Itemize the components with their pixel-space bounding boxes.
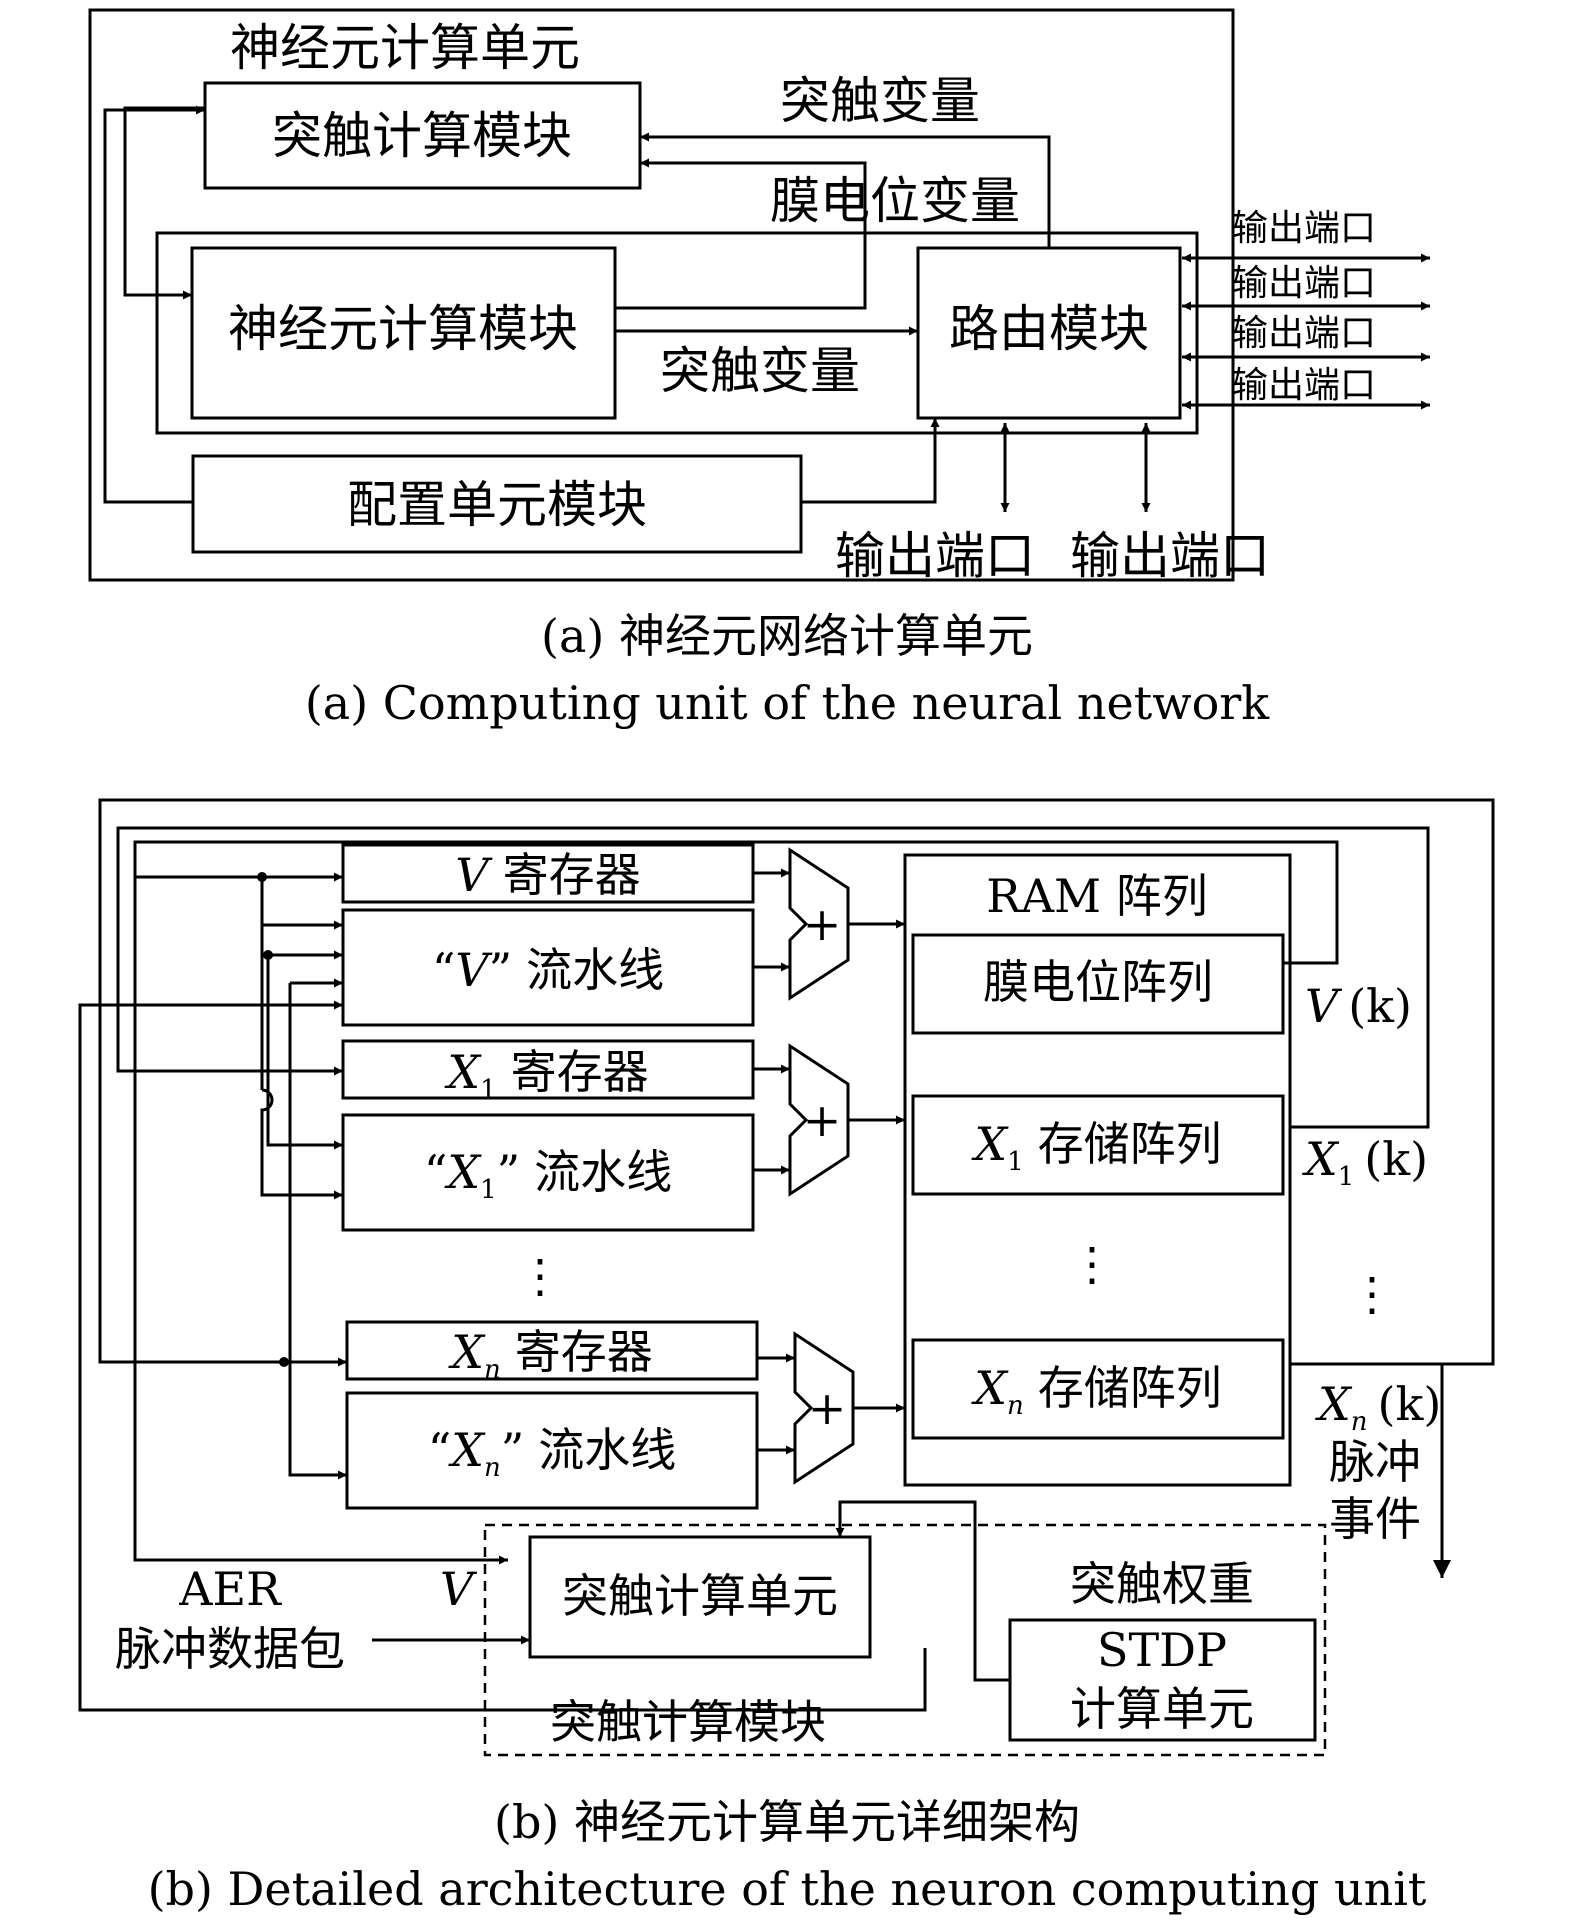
adder-v-sign: + [803, 897, 842, 951]
neuron-unit-title: 神经元计算单元 [230, 19, 580, 77]
stdp-weight-arrow [835, 1500, 1010, 1682]
aer-label-2: 脉冲数据包 [115, 1622, 345, 1676]
output-port-label-b1: 输出端口 [835, 527, 1035, 585]
caption-a-cn: (a) 神经元网络计算单元 [541, 609, 1033, 663]
panel-a: 神经元计算单元 突触计算模块 神经元计算模块 路由模块 配置单元模块 突触变量 … [88, 8, 1430, 730]
neuron-module-box [190, 246, 617, 420]
xn-storage-array-box [911, 1338, 1285, 1440]
adder-x1-sign: + [803, 1093, 842, 1147]
synapse-module-label: 突触计算模块 [550, 1695, 826, 1749]
membrane-var-label: 膜电位变量 [770, 172, 1020, 230]
adder-v [788, 847, 850, 1001]
caption-b-cn: (b) 神经元计算单元详细架构 [494, 1795, 1080, 1849]
config-to-router-arrow [801, 418, 940, 504]
synapse-to-neuron-arrow [123, 106, 205, 300]
stdp-label-1: STDP [1097, 1623, 1227, 1677]
adder-x1 [788, 1043, 850, 1197]
output-port-label-r4: 输出端口 [1232, 365, 1376, 406]
spike-event-label-2: 事件 [1329, 1492, 1421, 1546]
x1-k-feedback-line [116, 826, 1430, 1129]
synapse-weight-label: 突触权重 [1070, 1557, 1254, 1611]
ellipsis-right: ⋮ [1349, 1267, 1395, 1321]
output-port-label-r2: 输出端口 [1232, 263, 1376, 304]
synapse-var-feedback-line [78, 1000, 927, 1712]
x1-pipeline-box [341, 1113, 755, 1232]
synapse-var-arrow [640, 132, 1051, 248]
x1-storage-array-box [911, 1094, 1285, 1196]
membrane-array-box [911, 933, 1285, 1035]
xn-pipeline-label: “Xn”流水线 [428, 1423, 677, 1483]
xn-register-box [345, 1320, 759, 1381]
ellipsis-left: ⋮ [517, 1249, 563, 1303]
adder-xn-sign: + [808, 1381, 847, 1435]
v-input-label: V [440, 1562, 478, 1616]
x1-pipeline-label: “X1”流水线 [424, 1145, 672, 1205]
config-feedback-arrow [103, 105, 205, 504]
membrane-array-label: 膜电位阵列 [983, 955, 1213, 1009]
junction-dot-2 [263, 950, 273, 960]
bus-xn-trunk [288, 983, 347, 1477]
adder-xn [793, 1331, 855, 1485]
config-module-box [191, 454, 803, 554]
bus-jump-v [260, 1088, 274, 1140]
synapse-unit-box [528, 1535, 872, 1659]
output-port-label-b2: 输出端口 [1070, 527, 1270, 585]
junction-dot-1 [257, 872, 267, 882]
router-module-label: 路由模块 [949, 300, 1149, 358]
stdp-label-2: 计算单元 [1070, 1682, 1254, 1736]
output-port-label-r3: 输出端口 [1232, 313, 1376, 354]
neuron-unit-frame [88, 8, 1235, 582]
synapse-var-label-top: 突触变量 [780, 72, 980, 130]
ellipsis-ram: ⋮ [1069, 1237, 1115, 1291]
synapse-module-label: 突触计算模块 [272, 107, 572, 165]
bus-x1-pipe-1 [266, 955, 343, 1150]
membrane-var-arrow [615, 158, 867, 310]
bus-x1-pipe-2 [260, 1140, 343, 1200]
xn-k-feedback-line [98, 798, 1495, 1367]
ram-array-title: RAM 阵列 [986, 869, 1208, 923]
x1-k-label: X1(k) [1302, 1132, 1428, 1192]
v-k-feedback-line [133, 840, 1339, 1565]
output-port-label-r1: 输出端口 [1232, 208, 1376, 249]
caption-b-en: (b) Detailed architecture of the neuron … [148, 1862, 1427, 1916]
config-module-label: 配置单元模块 [347, 476, 647, 534]
xn-k-label: Xn(k) [1315, 1377, 1441, 1437]
caption-a-en: (a) Computing unit of the neural network [305, 676, 1270, 730]
synapse-var-label-mid: 突触变量 [660, 342, 860, 400]
inner-frame [155, 231, 1199, 435]
junction-dot-3 [279, 1357, 289, 1367]
v-pipeline-label: “V”流水线 [432, 943, 664, 997]
synapse-unit-label: 突触计算单元 [562, 1569, 838, 1623]
v-k-label: V(k) [1305, 979, 1412, 1033]
spike-event-label-1: 脉冲 [1329, 1435, 1421, 1489]
neuron-module-label: 神经元计算模块 [228, 300, 578, 358]
aer-label-1: AER [178, 1562, 282, 1616]
ram-array-box [903, 853, 1292, 1487]
